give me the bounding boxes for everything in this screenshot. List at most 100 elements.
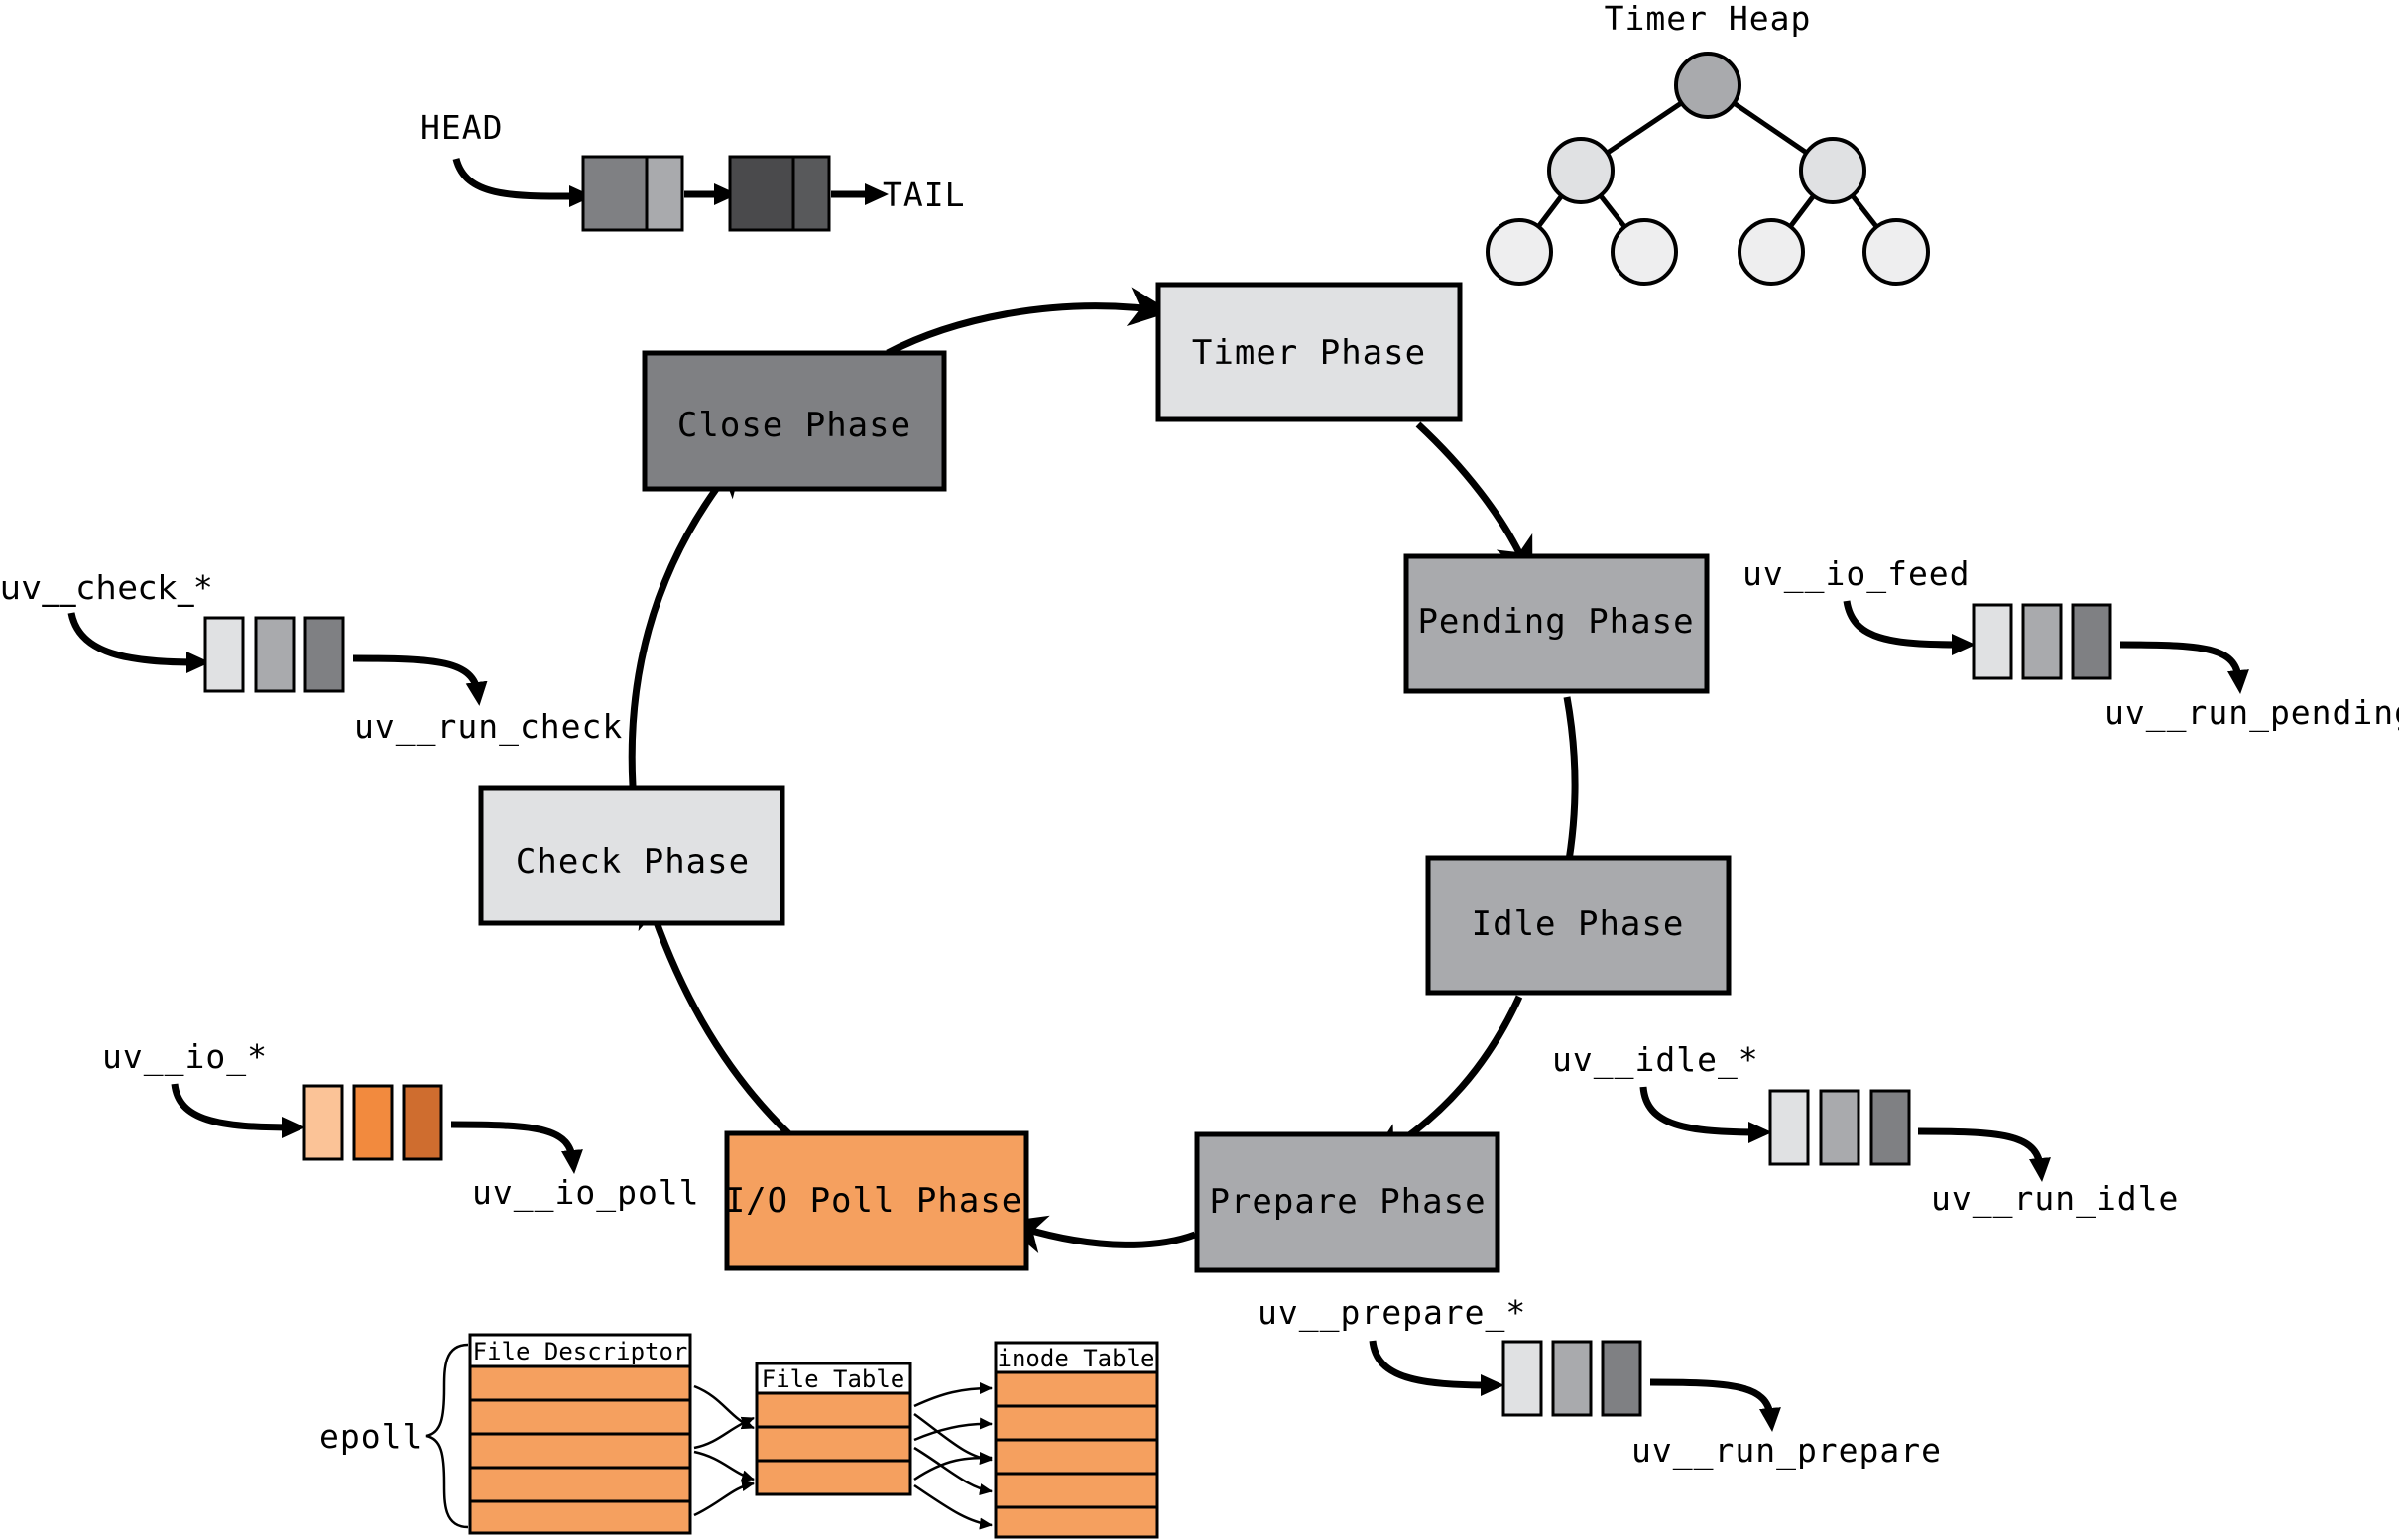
epoll-brace bbox=[425, 1343, 469, 1529]
phase-timer: Timer Phase bbox=[1155, 282, 1463, 422]
list-node-data bbox=[581, 155, 649, 232]
phase-label: Prepare Phase bbox=[1209, 1182, 1486, 1222]
cycle-arrows bbox=[628, 287, 1590, 1254]
queue-item bbox=[1972, 603, 2013, 680]
idle-queue-output-label: uv__run_idle bbox=[1931, 1179, 2179, 1219]
queue-item bbox=[352, 1084, 394, 1161]
queue-item bbox=[1869, 1089, 1911, 1166]
queue-item bbox=[1551, 1340, 1593, 1417]
inode-row bbox=[994, 1404, 1159, 1442]
file-to-inode-arrows bbox=[913, 1382, 993, 1530]
idle-queue-in-arrow bbox=[1639, 1086, 1772, 1143]
fd-table-title: File Descriptor bbox=[473, 1338, 688, 1365]
io-queue-output-label: uv__io_poll bbox=[472, 1173, 700, 1213]
inode-table: inode Table bbox=[994, 1341, 1159, 1539]
check-queue-input-label: uv__check_* bbox=[0, 568, 212, 607]
inode-row bbox=[994, 1370, 1159, 1408]
arrow-timer-to-pending bbox=[1415, 421, 1533, 582]
phase-box bbox=[724, 1130, 1029, 1271]
fd-table: File Descriptor bbox=[468, 1333, 692, 1535]
phase-box bbox=[1425, 855, 1732, 996]
file-table-title: File Table bbox=[762, 1365, 905, 1393]
epoll-label: epoll bbox=[319, 1417, 422, 1456]
inode-table-title: inode Table bbox=[998, 1345, 1155, 1372]
pending-queue: uv__io_feed uv__run_pending bbox=[1742, 554, 2399, 733]
heap-leaf-node bbox=[1611, 218, 1678, 286]
queue-item bbox=[254, 616, 296, 693]
queue-item bbox=[402, 1084, 443, 1161]
check-queue: uv__check_* uv__run_check bbox=[0, 568, 622, 747]
prepare-queue-output-label: uv__run_prepare bbox=[1631, 1431, 1942, 1471]
tail-label: TAIL bbox=[883, 176, 965, 214]
phase-pending: Pending Phase bbox=[1403, 553, 1710, 694]
io-queue-input-label: uv__io_* bbox=[102, 1037, 268, 1077]
phase-label: Pending Phase bbox=[1417, 602, 1694, 642]
phase-label: Timer Phase bbox=[1192, 333, 1426, 373]
phase-idle: Idle Phase bbox=[1425, 855, 1732, 996]
io-queue-out-arrow bbox=[450, 1121, 583, 1174]
arrow-iopoll-to-check bbox=[638, 884, 791, 1136]
idle-queue-out-arrow bbox=[1917, 1127, 2051, 1182]
phase-prepare: Prepare Phase bbox=[1194, 1131, 1500, 1273]
phase-label: Close Phase bbox=[677, 406, 911, 445]
heap-node bbox=[1547, 137, 1615, 204]
pending-queue-out-arrow bbox=[2119, 641, 2249, 694]
io-queue: uv__io_* uv__io_poll bbox=[102, 1037, 700, 1213]
queue-item bbox=[2021, 603, 2063, 680]
pending-queue-input-label: uv__io_feed bbox=[1742, 554, 1971, 594]
queue-item bbox=[303, 616, 345, 693]
fd-row bbox=[468, 1364, 692, 1402]
check-queue-out-arrow bbox=[352, 654, 488, 706]
head-arrow bbox=[452, 157, 593, 208]
inode-row bbox=[994, 1505, 1159, 1539]
list-node-data bbox=[728, 155, 795, 232]
heap-leaf-node bbox=[1738, 218, 1805, 286]
phase-check: Check Phase bbox=[478, 785, 785, 926]
fd-to-file-arrows bbox=[693, 1384, 755, 1517]
pending-queue-in-arrow bbox=[1843, 600, 1976, 655]
head-label: HEAD bbox=[420, 108, 503, 147]
heap-leaf-node bbox=[1486, 218, 1553, 286]
prepare-queue-in-arrow bbox=[1369, 1340, 1504, 1396]
queue-item bbox=[302, 1084, 344, 1161]
phase-box bbox=[478, 785, 785, 926]
idle-queue: uv__idle_* uv__run_idle bbox=[1552, 1040, 2179, 1219]
prepare-queue-input-label: uv__prepare_* bbox=[1258, 1293, 1526, 1333]
arrow-close-to-timer bbox=[886, 287, 1172, 357]
idle-queue-input-label: uv__idle_* bbox=[1552, 1040, 1759, 1080]
heap-node bbox=[1799, 137, 1866, 204]
epoll-structure: epoll File Descriptor File Table inode T… bbox=[319, 1333, 1159, 1539]
prepare-queue: uv__prepare_* uv__run_prepare bbox=[1258, 1293, 1942, 1471]
list-node-next bbox=[791, 155, 831, 232]
fd-row bbox=[468, 1466, 692, 1503]
file-table: File Table bbox=[755, 1362, 912, 1496]
heap-leaf-node bbox=[1862, 218, 1930, 286]
inode-row bbox=[994, 1438, 1159, 1476]
arrow-prepare-to-iopoll bbox=[1002, 1215, 1197, 1254]
pending-queue-output-label: uv__run_pending bbox=[2104, 693, 2399, 733]
arrow-idle-to-prepare bbox=[1367, 995, 1523, 1164]
fd-row bbox=[468, 1398, 692, 1436]
phase-label: Idle Phase bbox=[1472, 904, 1685, 944]
arrow-pending-to-idle bbox=[1550, 696, 1590, 902]
queue-item bbox=[1501, 1340, 1543, 1417]
fd-row bbox=[468, 1432, 692, 1470]
file-row bbox=[755, 1425, 912, 1463]
queue-item bbox=[1819, 1089, 1860, 1166]
fd-row bbox=[468, 1499, 692, 1535]
queue-item bbox=[1768, 1089, 1810, 1166]
prepare-queue-out-arrow bbox=[1649, 1378, 1781, 1432]
arrow-check-to-close bbox=[628, 452, 745, 787]
timer-heap: Timer Heap bbox=[1486, 0, 1930, 286]
queue-item bbox=[1601, 1340, 1642, 1417]
phase-close: Close Phase bbox=[642, 350, 947, 492]
phase-box bbox=[1155, 282, 1463, 422]
phase-io-poll: I/O Poll Phase bbox=[724, 1130, 1029, 1271]
phase-box bbox=[642, 350, 947, 492]
phase-label: I/O Poll Phase bbox=[725, 1181, 1023, 1221]
inode-row bbox=[994, 1472, 1159, 1509]
file-row bbox=[755, 1459, 912, 1496]
phase-box bbox=[1403, 553, 1710, 694]
check-queue-in-arrow bbox=[67, 612, 210, 673]
timer-heap-title: Timer Heap bbox=[1605, 0, 1812, 38]
